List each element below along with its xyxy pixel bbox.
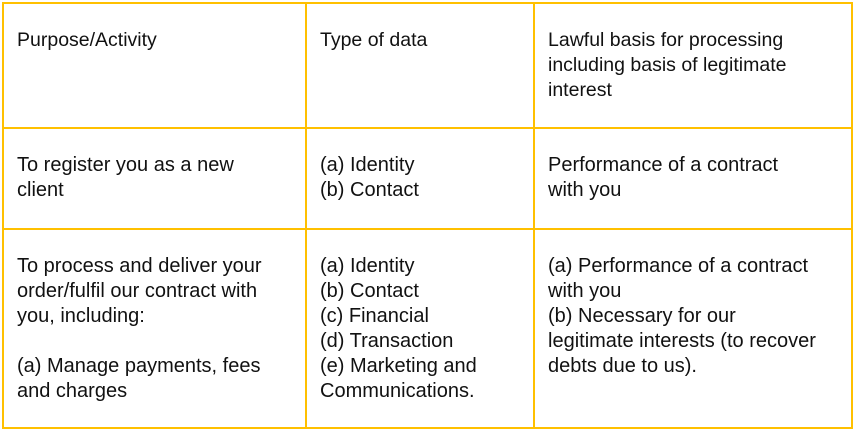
cell-type-of-data: (a) Identity (b) Contact [305, 127, 535, 230]
table-row: To process and deliver your order/fulfil… [2, 228, 853, 429]
cell-lawful-basis: (a) Performance of a contract with you (… [533, 228, 853, 429]
cell-lawful-basis: Performance of a contract with you [533, 127, 853, 230]
header-lawful-basis: Lawful basis for processing including ba… [533, 2, 853, 129]
table-row: To register you as a new client (a) Iden… [2, 127, 853, 230]
cell-type-of-data: (a) Identity (b) Contact (c) Financial (… [305, 228, 535, 429]
header-type-of-data: Type of data [305, 2, 535, 129]
cell-purpose: To register you as a new client [2, 127, 307, 230]
header-purpose: Purpose/Activity [2, 2, 307, 129]
header-row: Purpose/Activity Type of data Lawful bas… [2, 2, 853, 129]
cell-purpose: To process and deliver your order/fulfil… [2, 228, 307, 429]
